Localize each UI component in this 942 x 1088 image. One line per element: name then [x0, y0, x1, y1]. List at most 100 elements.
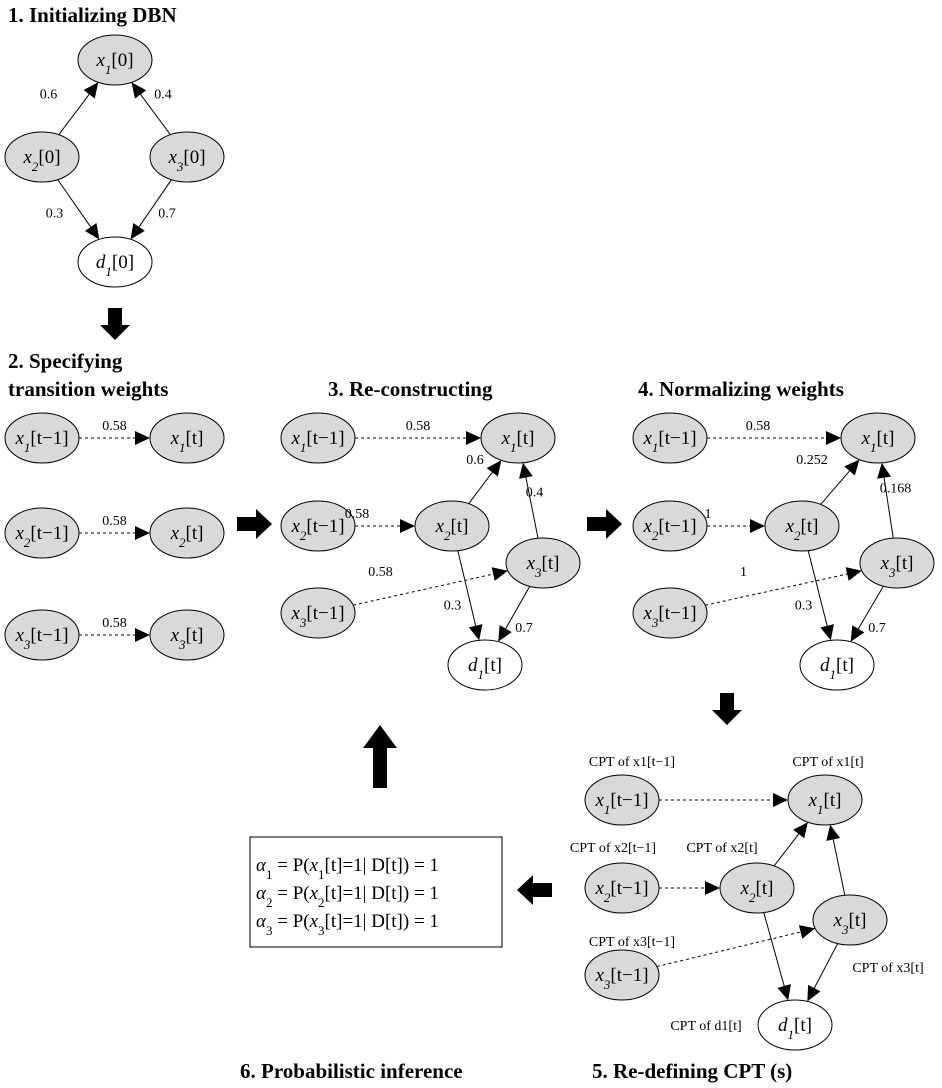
step5-title: 5. Re-defining CPT (s): [592, 1059, 792, 1083]
flow-arrow-down-1: [100, 308, 130, 340]
panel4-arrowhead-x3-d1: [850, 625, 865, 642]
flow-arrow-left-1: [517, 875, 552, 905]
panel4-node-x3: [859, 537, 935, 589]
panel5-cpt-label-x1p: CPT of x1[t−1]: [589, 755, 675, 770]
panel1-weight-x2-d1: 0.3: [46, 207, 64, 222]
panel3-weight-x3p-x3: 0.58: [368, 565, 393, 580]
panel4-node-label-x3: x3[t]: [880, 553, 914, 580]
panel5-node-label-d1: d1[t]: [778, 1015, 812, 1042]
panel2-node-label-row-2-to: x3[t]: [170, 625, 204, 652]
panel2-node-label-row-2-from: x3[t−1]: [14, 625, 68, 652]
panel3-node-label-x2: x2[t]: [435, 516, 469, 543]
panel3-weight-x3-d1: 0.7: [515, 621, 533, 636]
panel3-edge-x2-x1: [468, 472, 493, 504]
panel5-cpt-label-x3p: CPT of x3[t−1]: [589, 935, 675, 950]
panel1-node-label-x3: x3[0]: [167, 147, 205, 174]
panel1-edge-x3-x1: [140, 94, 171, 135]
panel1-node-x3: [149, 131, 225, 183]
panel3-node-label-x3p: x3[t−1]: [290, 603, 344, 630]
panel2-node-row-0-from: [4, 412, 80, 464]
panel5-arrowhead-x3p-x3: [798, 925, 816, 939]
panel3-node-x3: [505, 537, 581, 589]
panel5-arrowhead-x2p-x2: [705, 881, 720, 895]
panel4-node-x3p: [632, 587, 708, 639]
flow-arrow-down-2: [712, 693, 742, 725]
panel2-weight-row-0: 0.58: [102, 419, 127, 434]
panel1-edge-x2-d1: [57, 179, 92, 228]
inference-line-2: α2 = P(x2[t]=1| D[t]) = 1: [256, 883, 439, 910]
panel3-weight-x1p-x1: 0.58: [406, 419, 431, 434]
panel5-node-label-x3p: x3[t−1]: [594, 965, 648, 992]
panel5-node-label-x3: x3[t]: [833, 910, 867, 937]
panel1-node-x1: [77, 34, 153, 86]
panel4-node-x1p: [632, 412, 708, 464]
panel2-arrowhead-row-0: [135, 431, 150, 445]
panel1-edge-x3-d1: [138, 179, 172, 228]
panel5-cpt-label-x2: CPT of x2[t]: [686, 841, 757, 856]
panel2-node-row-2-from: [4, 609, 80, 661]
panel5-arrowhead-x3-d1: [807, 984, 821, 1002]
panel4-weight-x3-d1: 0.7: [868, 621, 886, 636]
panel5-cpt-label-d1: CPT of d1[t]: [670, 1019, 741, 1034]
panel5-edge-x3-d1: [813, 943, 839, 989]
panel1-weight-x2-x1: 0.6: [40, 88, 58, 103]
panel3-node-label-x2p: x2[t−1]: [290, 516, 344, 543]
panel4-weight-x2p-x2: 1: [705, 507, 712, 522]
step4-title: 4. Normalizing weights: [638, 377, 844, 401]
panel5-edge-x3-x1: [832, 839, 846, 896]
panel3-arrowhead-x3p-x3: [491, 567, 508, 581]
panel4-arrowhead-x3p-x3: [845, 567, 862, 581]
panel5-arrowhead-x2-d1: [777, 984, 791, 1001]
panel3-edge-x2-d1: [457, 550, 477, 626]
panel1-arrowhead-x2-x1: [83, 82, 99, 99]
panel4-edge-x3-x1: [883, 477, 894, 539]
panel4-weight-x1p-x1: 0.58: [746, 419, 771, 434]
panel3-node-label-d1: d1[t]: [468, 655, 502, 682]
panel1-node-label-x1: x1[0]: [95, 50, 133, 77]
panel3-arrowhead-x3-d1: [498, 625, 512, 642]
panel4-edge-x2-d1: [807, 550, 828, 626]
panel3-node-d1: [447, 639, 523, 691]
panel5-node-x1p: [584, 774, 660, 826]
panel5-node-d1: [757, 999, 833, 1051]
panel1-weight-x3-d1: 0.7: [158, 207, 176, 222]
panel2-node-label-row-0-from: x1[t−1]: [14, 428, 68, 455]
panel3-node-x1: [480, 412, 556, 464]
panel5-node-x3p: [584, 949, 660, 1001]
panel2-arrowhead-row-1: [135, 526, 150, 540]
panel2-arrowhead-row-2: [135, 628, 150, 642]
panel5-node-label-x2p: x2[t−1]: [594, 878, 648, 905]
panel3-weight-x2p-x2: 0.58: [345, 507, 370, 522]
panel4-node-label-x3p: x3[t−1]: [642, 603, 696, 630]
panel1-arrowhead-x3-d1: [130, 222, 145, 240]
panel5-arrowhead-x3-x1: [826, 824, 841, 841]
panel3-edge-x3-x1: [525, 477, 539, 539]
panel3-arrowhead-x1p-x1: [466, 431, 481, 445]
panel2-weight-row-1: 0.58: [102, 514, 127, 529]
panel2-weight-row-2: 0.58: [102, 616, 127, 631]
panel2-node-row-1-to: [149, 507, 225, 559]
panel4-weight-x2-x1: 0.252: [796, 453, 828, 468]
panel4-node-label-x2: x2[t]: [785, 516, 819, 543]
panel1-weight-x3-x1: 0.4: [154, 88, 172, 103]
panel3-arrowhead-x2-d1: [468, 624, 483, 641]
panel3-edge-x3-d1: [505, 586, 531, 629]
panel4-arrowhead-x2-x1: [844, 459, 860, 476]
panel4-edge-x3-d1: [857, 585, 884, 630]
panel5-arrowhead-x1p-x1: [773, 793, 788, 807]
panel4-node-x1: [840, 412, 916, 464]
panel1-node-x2: [4, 131, 80, 183]
panel2-node-label-row-1-to: x2[t]: [170, 523, 204, 550]
panel4-edge-x2-x1: [820, 470, 850, 505]
panel5-edge-x2-d1: [763, 912, 785, 987]
panel2-node-row-0-to: [149, 412, 225, 464]
panel3-node-label-x1: x1[t]: [501, 428, 535, 455]
panel3-weight-x2-x1: 0.6: [466, 453, 484, 468]
panel1-arrowhead-x2-d1: [84, 223, 100, 240]
panel4-weight-x3p-x3: 1: [740, 565, 747, 580]
panel2-node-row-2-to: [149, 609, 225, 661]
panel3-arrowhead-x2-x1: [486, 460, 502, 477]
inference-line-1: α1 = P(x1[t]=1| D[t]) = 1: [256, 855, 439, 882]
